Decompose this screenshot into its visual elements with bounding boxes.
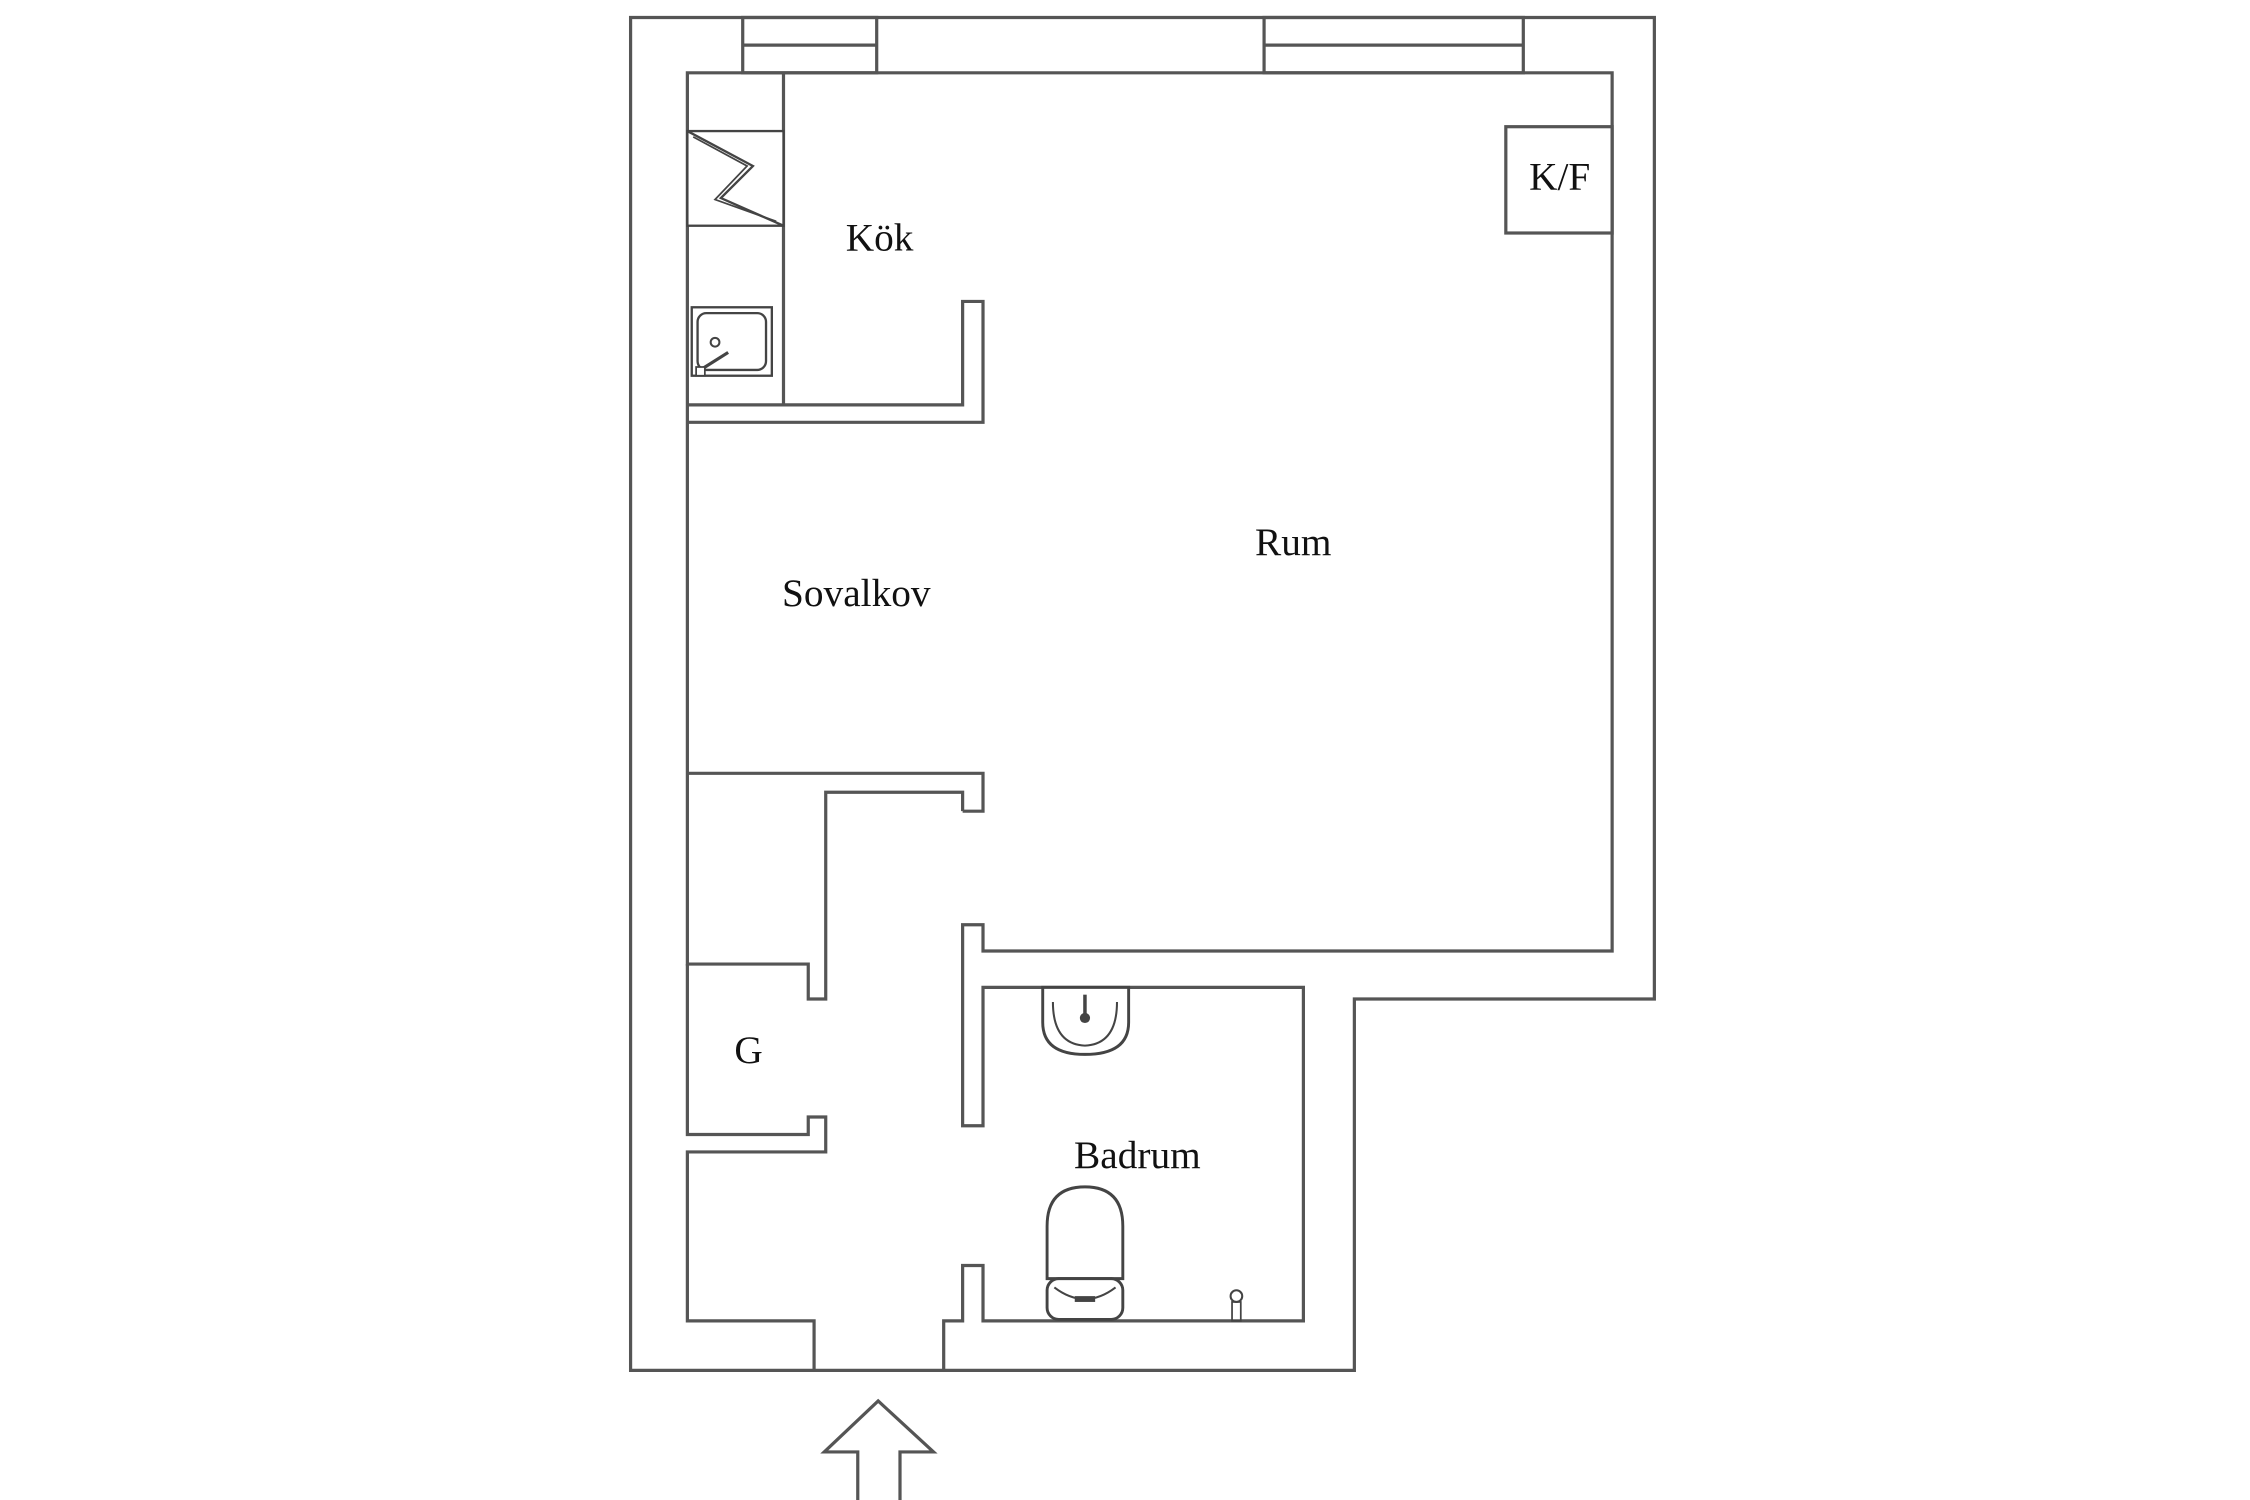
toilet-icon — [1045, 1185, 1125, 1321]
window-left — [741, 15, 879, 75]
washbasin-icon — [1041, 985, 1131, 1056]
kitchen-sink-icon — [690, 306, 774, 377]
sovalkov-partition — [687, 771, 985, 813]
room-label-g: G — [734, 1028, 762, 1072]
fridge-freezer — [1504, 125, 1614, 235]
outer-wall — [628, 15, 1656, 1372]
room-label-rum: Rum — [1255, 520, 1331, 564]
room-label-sovalkov: Sovalkov — [782, 571, 931, 615]
room-label-kok: Kök — [846, 215, 914, 259]
window-right — [1262, 15, 1525, 75]
kitchen-partition — [687, 299, 985, 424]
main-room-inner-wall — [685, 71, 1614, 1371]
stove-icon — [686, 129, 785, 227]
floor-drain-icon — [1229, 1289, 1244, 1322]
closet-wall — [685, 964, 828, 1371]
room-label-badrum: Badrum — [1074, 1133, 1201, 1177]
room-label-kf: K/F — [1529, 154, 1590, 198]
entrance-arrow-icon — [820, 1398, 938, 1500]
